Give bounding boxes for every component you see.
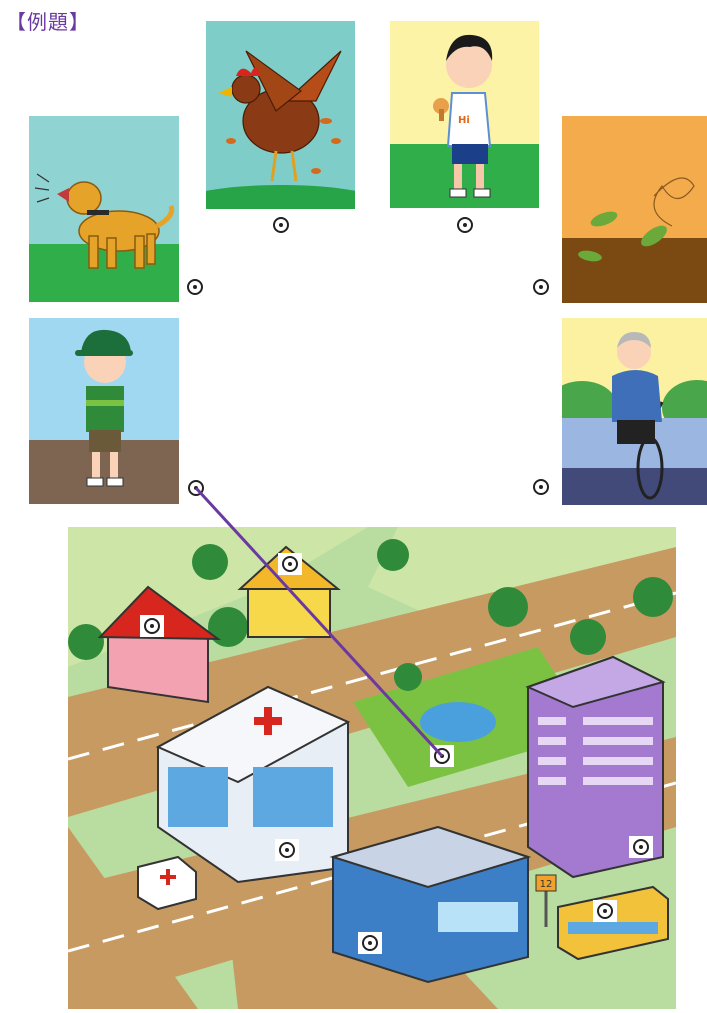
map-dot-blue-building[interactable] bbox=[358, 932, 382, 954]
svg-text:Hi: Hi bbox=[458, 115, 470, 126]
target-dot-icon bbox=[362, 935, 378, 951]
map-dot-park-fountain[interactable] bbox=[430, 745, 454, 767]
answer-dot-dog[interactable] bbox=[187, 279, 203, 295]
card-boy-cap bbox=[29, 318, 179, 504]
target-dot-icon bbox=[279, 842, 295, 858]
target-dot-icon bbox=[144, 618, 160, 634]
boy-eating-icon: Hi bbox=[390, 21, 539, 208]
town-map: 12 bbox=[67, 527, 677, 1009]
answer-dot-bicycle[interactable] bbox=[533, 479, 549, 495]
card-leaves-wind bbox=[562, 116, 707, 303]
card-dog-barking bbox=[29, 116, 179, 302]
bus-stop-number: 12 bbox=[540, 879, 553, 890]
map-dot-yellow-house[interactable] bbox=[278, 553, 302, 575]
answer-dot-rooster[interactable] bbox=[273, 217, 289, 233]
map-dot-purple-building[interactable] bbox=[629, 836, 653, 858]
answer-dot-leaves[interactable] bbox=[533, 279, 549, 295]
card-boy-eating: Hi bbox=[390, 21, 539, 208]
target-dot-icon bbox=[434, 748, 450, 764]
map-dot-bus[interactable] bbox=[593, 900, 617, 922]
map-dot-red-house[interactable] bbox=[140, 615, 164, 637]
answer-dot-boy-eating[interactable] bbox=[457, 217, 473, 233]
rooster-icon bbox=[206, 21, 355, 209]
card-man-bicycle bbox=[562, 318, 707, 505]
boy-in-cap-icon bbox=[29, 318, 179, 504]
barking-dog-icon bbox=[29, 116, 179, 302]
card-rooster-crowing bbox=[206, 21, 355, 209]
falling-leaves-icon bbox=[562, 116, 707, 303]
target-dot-icon bbox=[597, 903, 613, 919]
answer-dot-boy-cap[interactable] bbox=[188, 480, 204, 496]
page-title: 【例題】 bbox=[6, 10, 90, 34]
map-dot-hospital[interactable] bbox=[275, 839, 299, 861]
target-dot-icon bbox=[282, 556, 298, 572]
man-on-bicycle-icon bbox=[562, 318, 707, 505]
target-dot-icon bbox=[633, 839, 649, 855]
